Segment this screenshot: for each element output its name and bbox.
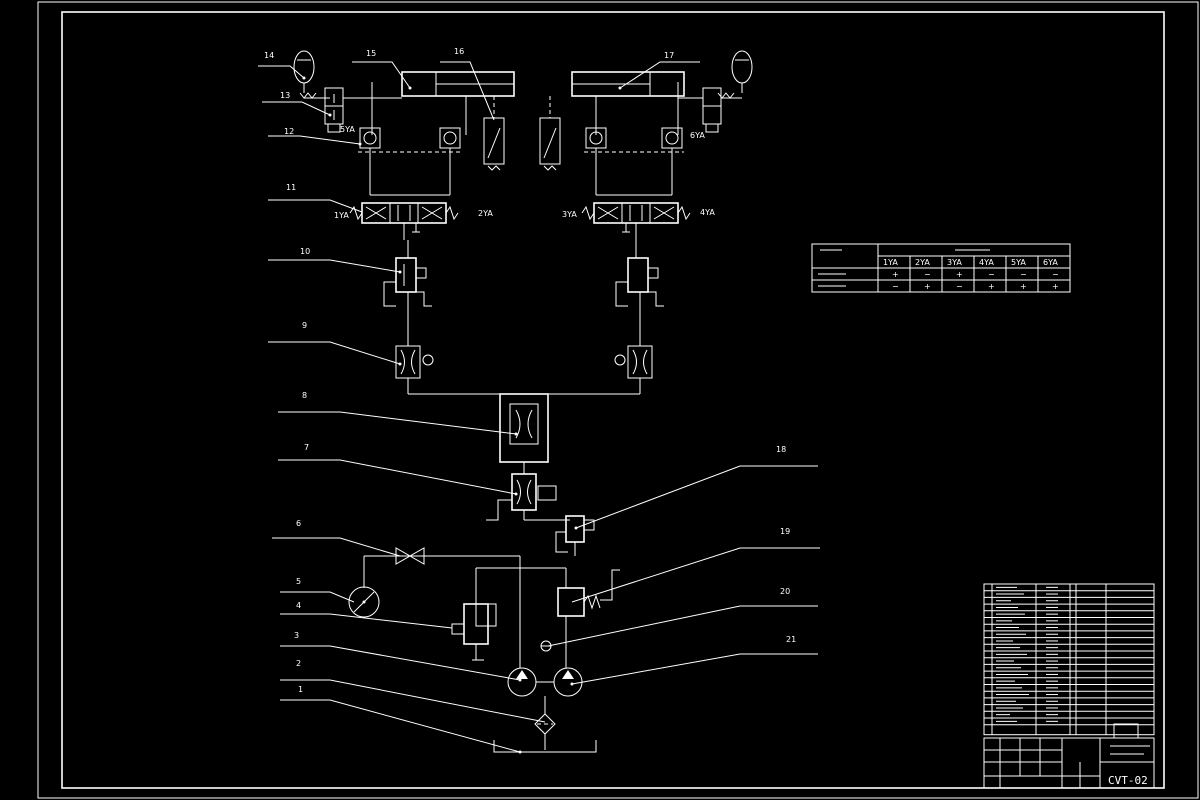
accumulator-right [731,50,753,84]
parts-list [983,583,1155,736]
callout-15: 15 [366,49,376,58]
throttle-check-right [627,345,653,379]
solenoid-6ya: 6YA [690,131,705,140]
callout-13: 13 [280,91,290,100]
directional-valve-11 [361,202,447,224]
callout-16: 16 [454,47,464,56]
table-cell: − [1052,270,1059,279]
callout-21: 21 [786,635,796,644]
callout-18: 18 [776,445,786,454]
check-valve-12a [359,127,381,149]
table-cell: + [892,270,899,279]
solenoid-1ya: 1YA [334,211,349,220]
reducing-valve-right [627,257,649,293]
callout-14: 14 [264,51,274,60]
callout-3: 3 [294,631,299,640]
callout-dots [302,76,622,754]
pressure-gauge-5 [348,586,380,618]
valve-6 [395,547,412,565]
callout-1: 1 [298,685,303,694]
table-header-5ya: 5YA [1011,258,1026,267]
directional-valve-right [593,202,679,224]
tank-1 [493,740,597,753]
table-cell: + [1052,282,1059,291]
table-cell: + [924,282,931,291]
table-cell: − [956,282,963,291]
reducing-valve-10 [395,257,417,293]
table-cell: + [988,282,995,291]
pressure-switch-16 [483,117,505,165]
title-block [983,723,1155,789]
callout-19: 19 [780,527,790,536]
callout-17: 17 [664,51,674,60]
table-cell: − [988,270,995,279]
callout-7: 7 [304,443,309,452]
solenoid-throttle-7 [511,473,537,511]
callout-9: 9 [302,321,307,330]
callout-10: 10 [300,247,310,256]
check-valve-right-b [661,127,683,149]
table-header-2ya: 2YA [915,258,930,267]
callout-2: 2 [296,659,301,668]
solenoid-5ya: 5YA [340,125,355,134]
table-header-6ya: 6YA [1043,258,1058,267]
table-cell: − [1020,270,1027,279]
solenoid-3ya: 3YA [562,210,577,219]
table-header-3ya: 3YA [947,258,962,267]
pressure-switch-right [539,117,561,165]
callout-6: 6 [296,519,301,528]
table-header-1ya: 1YA [883,258,898,267]
relief-valve-19 [557,587,585,617]
callout-4: 4 [296,601,301,610]
action-table [811,243,1071,293]
callout-leaders [258,61,820,753]
callout-20: 20 [780,587,790,596]
solenoid-4ya: 4YA [700,208,715,217]
solenoid-2ya: 2YA [478,209,493,218]
table-cell: − [892,282,899,291]
callout-12: 12 [284,127,294,136]
inner-frame [61,11,1165,789]
callout-5: 5 [296,577,301,586]
table-cell: + [1020,282,1027,291]
callout-8: 8 [302,391,307,400]
table-cell: + [956,270,963,279]
callout-11: 11 [286,183,296,192]
table-header-4ya: 4YA [979,258,994,267]
throttle-check-9-left [395,345,421,379]
table-cell: − [924,270,931,279]
drawing-number: CVT-02 [1108,774,1148,787]
outer-frame [37,1,1199,799]
check-valve-12b [439,127,461,149]
